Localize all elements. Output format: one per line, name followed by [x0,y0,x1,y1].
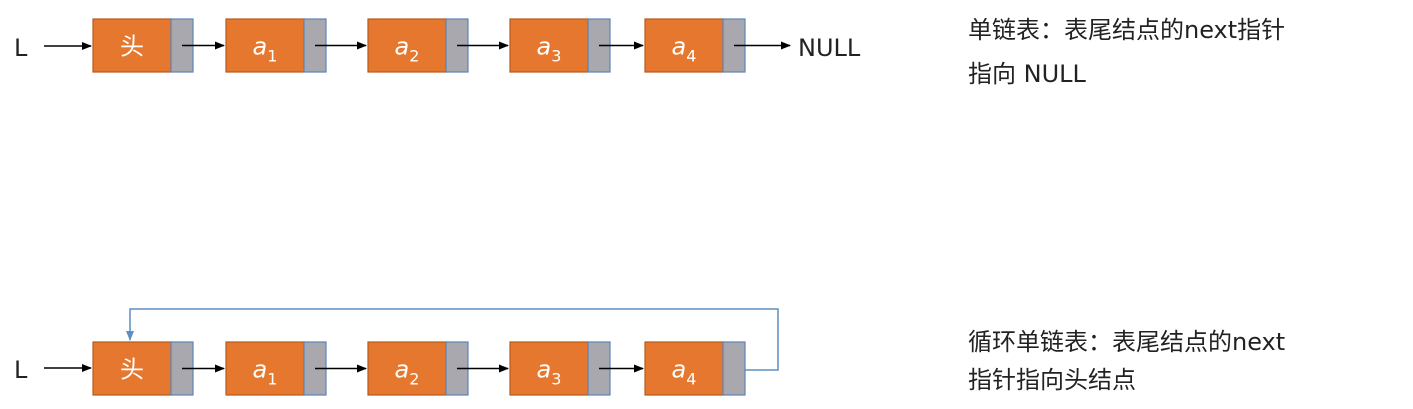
circular-node-1: a1 [225,341,367,396]
circular-node-3-label-subscript: 3 [551,370,561,389]
circular-node-1-label-subscript: 1 [267,370,277,389]
circular-node-4-label: a4 [672,356,697,389]
circular-node-4: a4 [644,341,746,396]
circular-node-2-label-subscript: 2 [409,370,419,389]
circular-node-1-data-field [225,341,305,396]
singly-node-1-data-field [225,18,305,73]
circular-node-2-data-field [367,341,447,396]
circular-node-2-label: a2 [395,356,420,389]
singly-tail-null-label: NULL [798,34,861,62]
circular-node-4-label-base: a [672,356,687,384]
singly-node-2-label-base: a [395,33,410,61]
singly-node-1-label-subscript: 1 [267,47,277,66]
circular-node-4-label-subscript: 4 [686,370,696,389]
singly-node-0: 头 [92,18,225,73]
singly-node-4-label-base: a [672,33,687,61]
singly-node-3: a3 [509,18,644,73]
singly-node-3-label-base: a [537,33,552,61]
circular-caption-line1: 循环单链表：表尾结点的next [968,328,1285,356]
circular-node-0: 头 [92,341,225,396]
circular-node-0-label-base: 头 [120,356,144,384]
singly-node-4-label: a4 [672,33,697,66]
circular-node-3: a3 [509,341,644,396]
circular-node-2: a2 [367,341,509,396]
singly-node-2-label: a2 [395,33,420,66]
circular-node-1-label: a1 [253,356,278,389]
singly-node-1: a1 [225,18,367,73]
circular-caption-line2: 指针指向头结点 [968,366,1136,394]
circular-loop-back-line [126,308,779,371]
circular-node-4-data-field [644,341,724,396]
singly-node-3-label: a3 [537,33,562,66]
singly-caption-line1: 单链表：表尾结点的next指针 [968,16,1285,44]
singly-node-3-label-subscript: 3 [551,47,561,66]
singly-node-0-label: 头 [120,33,144,61]
circular-node-2-label-base: a [395,356,410,384]
singly-node-1-label: a1 [253,33,278,66]
circular-node-1-label-base: a [253,356,268,384]
singly-caption-line2: 指向 NULL [968,60,1087,88]
singly-node-1-label-base: a [253,33,268,61]
circular-head-pointer-label: L [14,356,28,384]
circular-node-3-label: a3 [537,356,562,389]
singly-node-2-label-subscript: 2 [409,47,419,66]
circular-node-0-data-field [92,341,172,396]
singly-node-4-label-subscript: 4 [686,47,696,66]
singly-node-0-label-base: 头 [120,33,144,61]
singly-node-2: a2 [367,18,509,73]
circular-node-4-next-field [722,341,746,396]
circular-node-3-label-base: a [537,356,552,384]
singly-node-4: a4 [644,18,791,73]
singly-node-4-data-field [644,18,724,73]
circular-node-0-label: 头 [120,356,144,384]
singly-head-pointer-label: L [14,34,28,62]
